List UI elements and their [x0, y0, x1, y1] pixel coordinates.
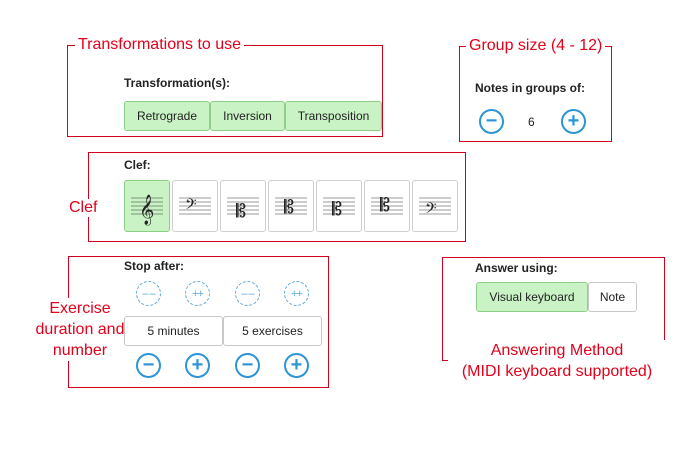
group-size-callout: Group size (4 - 12)	[466, 37, 606, 55]
inversion-button[interactable]: Inversion	[210, 101, 285, 131]
svg-text:𝄡: 𝄡	[236, 201, 246, 222]
group-size-value: 6	[528, 115, 535, 129]
mezzo-soprano-clef-button[interactable]: 𝄡	[364, 180, 410, 232]
minutes-decrease-button[interactable]: −	[136, 353, 161, 378]
answer-callout: Answering Method (MIDI keyboard supporte…	[448, 340, 666, 382]
answer-callout-line1: Answering Method	[490, 342, 624, 359]
baritone-clef-icon: 𝄢	[419, 197, 451, 221]
baritone-clef-button[interactable]: 𝄢	[412, 180, 458, 232]
minutes-big-increase-button[interactable]: ++	[185, 281, 210, 306]
minutes-value: 5 minutes	[124, 316, 223, 346]
svg-text:𝄡: 𝄡	[284, 197, 294, 218]
svg-text:𝄢: 𝄢	[425, 200, 437, 221]
group-size-label: Notes in groups of:	[475, 81, 585, 95]
bass-clef-button[interactable]: 𝄢	[172, 180, 218, 232]
clef-annotation-box	[88, 152, 466, 242]
transformations-callout: Transformations to use	[75, 36, 245, 54]
minutes-increase-button[interactable]: +	[185, 353, 210, 378]
retrograde-button[interactable]: Retrograde	[124, 101, 210, 131]
transposition-button[interactable]: Transposition	[285, 101, 382, 131]
clef-label: Clef:	[124, 158, 151, 172]
mezzo-soprano-clef-icon: 𝄡	[371, 195, 403, 216]
exercises-value: 5 exercises	[223, 316, 322, 346]
answer-label: Answer using:	[475, 261, 558, 275]
soprano-clef-icon: 𝄡	[323, 197, 355, 220]
exercises-big-decrease-button[interactable]: – –	[235, 281, 260, 306]
svg-text:𝄡: 𝄡	[332, 199, 342, 220]
alto-clef-icon: 𝄡	[227, 197, 259, 222]
clef-callout: Clef	[66, 199, 101, 217]
visual-keyboard-button[interactable]: Visual keyboard	[476, 282, 588, 312]
minutes-big-decrease-button[interactable]: – –	[136, 281, 161, 306]
exercise-callout: Exercise duration and number	[32, 298, 128, 361]
tenor-clef-button[interactable]: 𝄡	[268, 180, 314, 232]
group-size-increase-button[interactable]: +	[561, 109, 586, 134]
alto-clef-button[interactable]: 𝄡	[220, 180, 266, 232]
svg-text:𝄞: 𝄞	[139, 194, 154, 226]
stop-after-label: Stop after:	[124, 259, 184, 273]
group-size-decrease-button[interactable]: −	[479, 109, 504, 134]
transformations-label: Transformation(s):	[124, 76, 231, 90]
exercises-big-increase-button[interactable]: ++	[284, 281, 309, 306]
note-button[interactable]: Note	[588, 282, 637, 312]
tenor-clef-icon: 𝄡	[275, 197, 307, 218]
svg-text:𝄡: 𝄡	[380, 195, 390, 216]
soprano-clef-button[interactable]: 𝄡	[316, 180, 362, 232]
bass-clef-icon: 𝄢	[179, 196, 211, 217]
answer-callout-line2: (MIDI keyboard supported)	[461, 363, 653, 380]
exercises-increase-button[interactable]: +	[284, 353, 309, 378]
svg-text:𝄢: 𝄢	[185, 196, 197, 217]
treble-clef-button[interactable]: 𝄞	[124, 180, 170, 232]
exercises-decrease-button[interactable]: −	[235, 353, 260, 378]
treble-clef-icon: 𝄞	[131, 194, 163, 226]
